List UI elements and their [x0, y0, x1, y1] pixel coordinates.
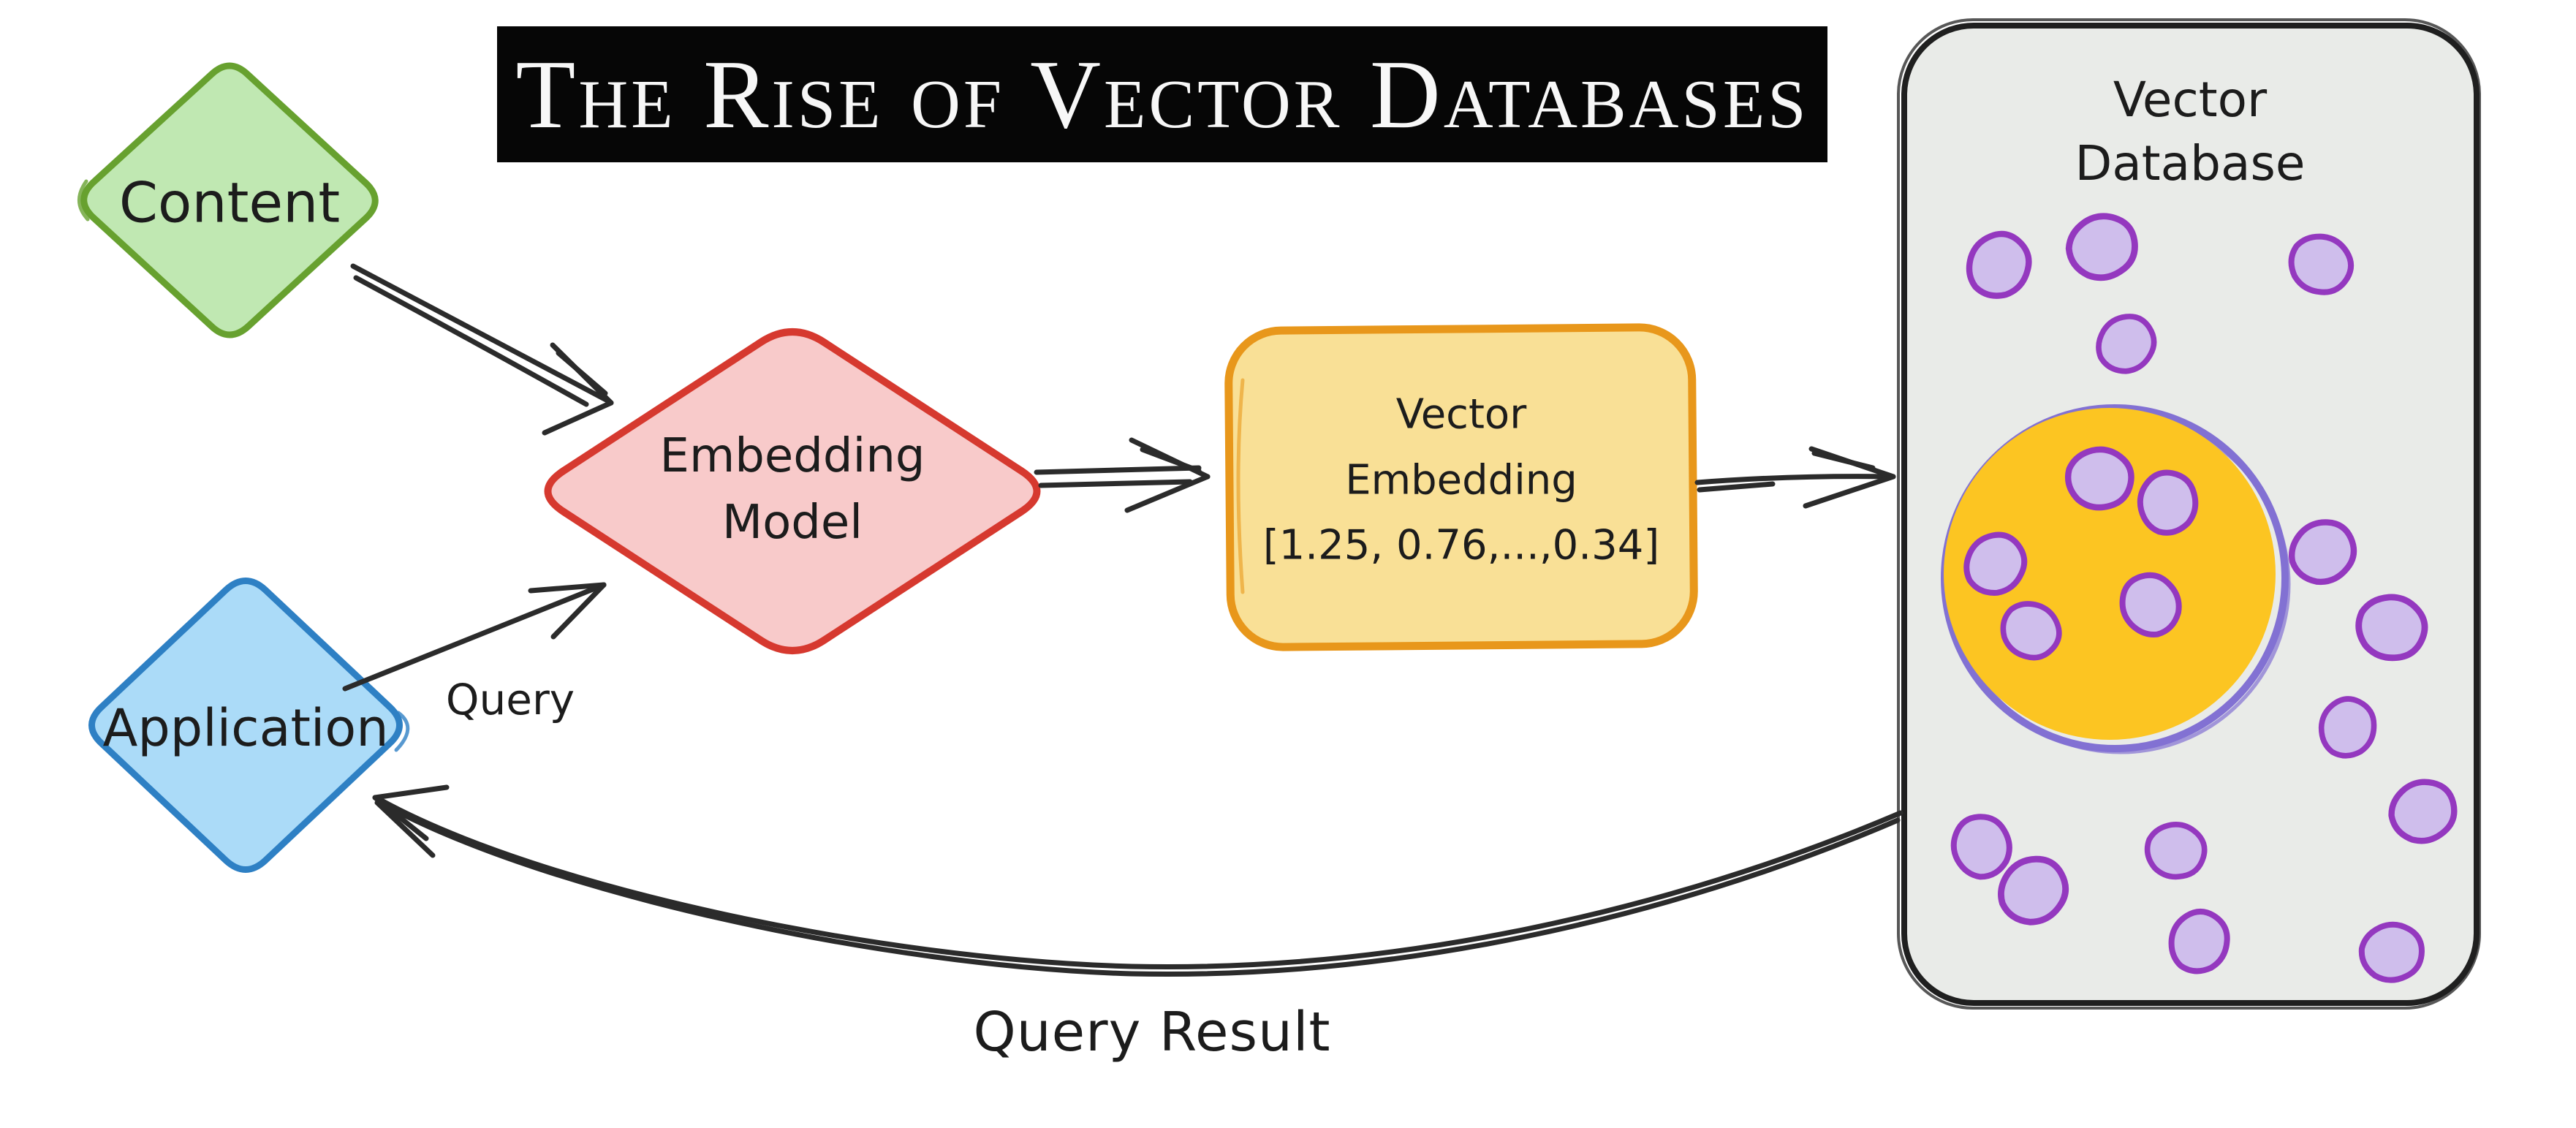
arrow-application-to-embedding [342, 582, 607, 692]
vector-point-icon [2003, 604, 2059, 658]
arrow-database-to-application-query-result [372, 784, 1903, 977]
title-bar: The Rise of Vector Databases [497, 26, 1827, 162]
vector-database-node-label: Vector Database [2075, 71, 2306, 192]
application-node-sketch [394, 711, 410, 752]
vector-point-icon [1969, 234, 2028, 296]
vector-embedding-node [1224, 323, 1698, 651]
vector-embedding-node-label: Vector Embedding [1.25, 0.76,...,0.34] [1262, 390, 1660, 569]
application-node [88, 578, 403, 873]
content-node-label: Content [118, 170, 341, 235]
content-node [80, 62, 379, 338]
page-title: The Rise of Vector Databases [515, 40, 1809, 148]
application-node-label: Application [102, 697, 389, 758]
arrow-embedding-to-vector-embedding [1034, 437, 1211, 513]
arrow-vector-embedding-to-database [1694, 446, 1896, 509]
content-node-sketch [77, 179, 90, 222]
arrow-content-to-embedding [350, 263, 614, 436]
vector-embedding-node-sketch [1236, 378, 1245, 594]
embedding-model-node [544, 328, 1041, 654]
embedding-model-node-label: Embedding Model [659, 429, 925, 550]
query-edge-label: Query [445, 674, 575, 724]
query-result-edge-label: Query Result [973, 1001, 1331, 1064]
